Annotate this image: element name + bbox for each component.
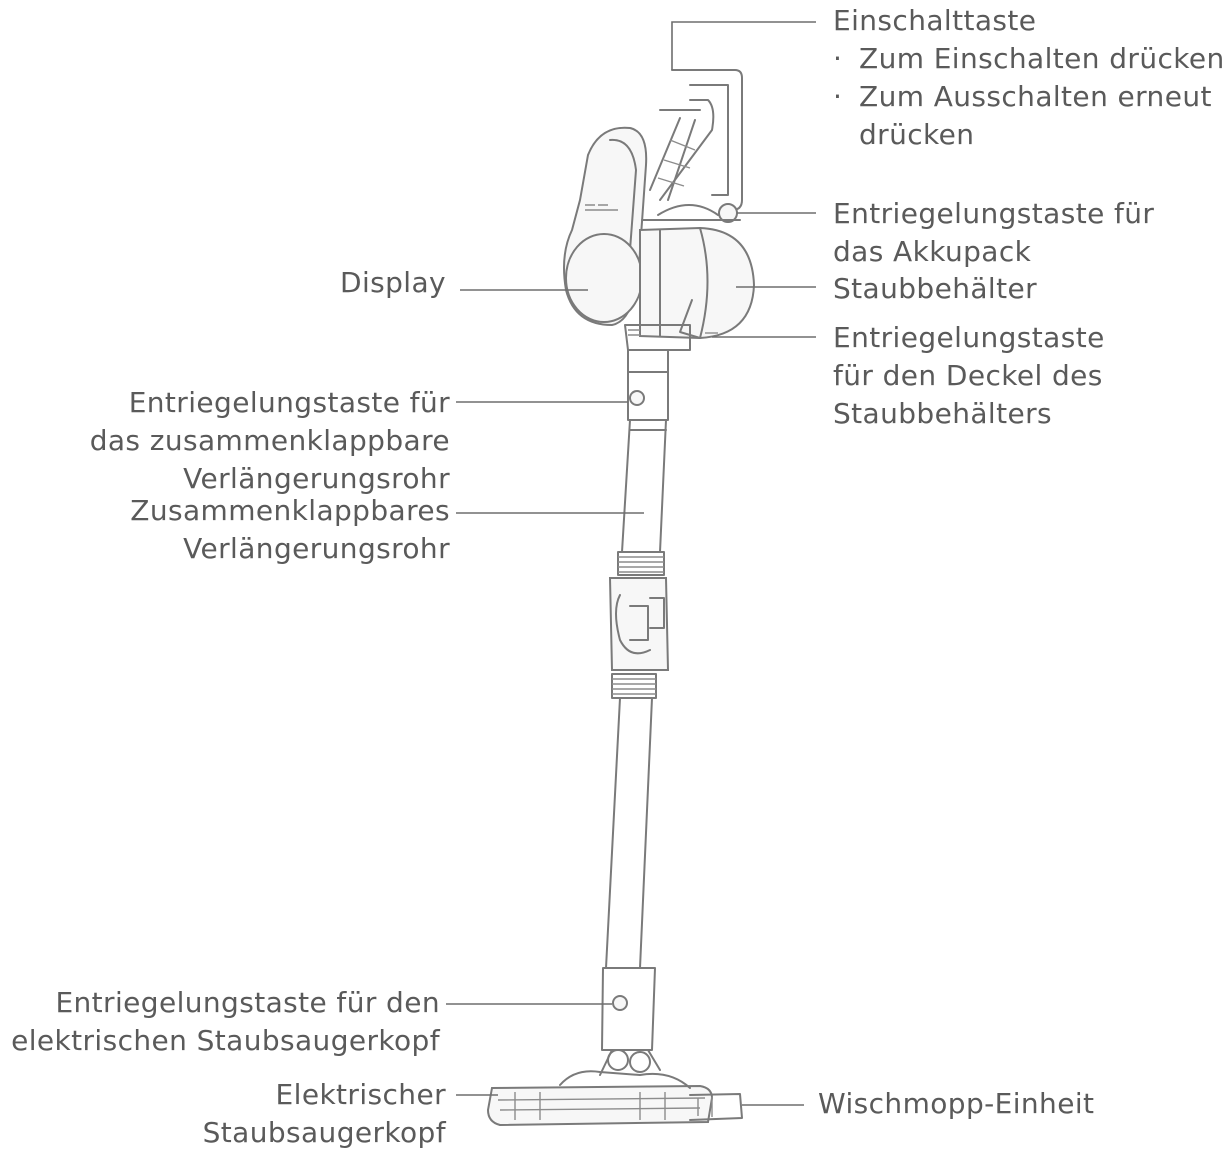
head-release-label: Entriegelungstaste für den elektrischen … [11,986,440,1057]
dust-lid-release-label: Entriegelungstaste für den Deckel des St… [833,321,1105,430]
dust-container-label: Staubbehälter [833,272,1038,305]
bullet-dot: · [833,80,843,113]
handle-illustration [649,69,743,223]
tube-release-label: Entriegelungstaste für das zusammenklapp… [89,386,450,495]
tube-release-button [629,390,645,406]
lower-tube-illustration [601,697,656,1051]
battery-release-label: Entriegelungstaste für das Akkupack [833,197,1155,268]
power-button-title: Einschalttaste [833,4,1037,37]
power-button-bullet-2: ·Zum Ausschalten erneut [833,78,1225,116]
display-illustration [565,233,643,323]
mop-unit-label: Wischmopp-Einheit [818,1087,1095,1120]
power-button-bullet-2-cont: drücken [859,118,975,151]
fold-joint-illustration [608,551,670,699]
upper-tube-illustration [621,349,669,553]
power-button-label: Einschalttaste ·Zum Einschalten drücken … [833,2,1225,154]
mop-unit-illustration [689,1093,743,1121]
bullet-dot: · [833,42,843,75]
leader-lines [446,21,816,1106]
head-release-button [612,995,628,1011]
head-label: Elektrischer Staubsaugerkopf [202,1078,446,1149]
motor-housing-illustration [563,126,756,351]
display-label: Display [339,266,446,299]
power-button-bullet-1: ·Zum Einschalten drücken [833,40,1225,78]
floor-head-illustration [486,1049,743,1127]
tube-label: Zusammenklappbares Verlängerungsrohr [130,494,450,565]
